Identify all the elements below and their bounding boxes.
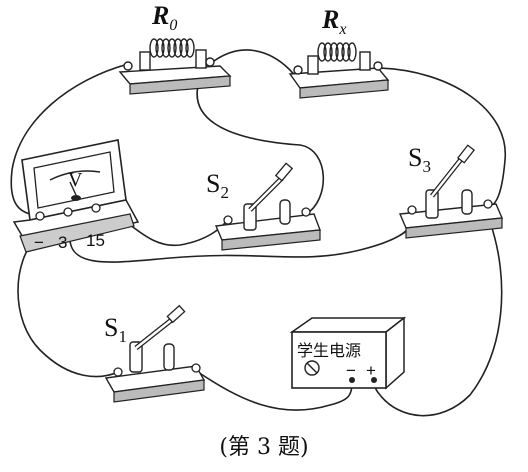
switch-s1 bbox=[104, 304, 206, 403]
voltmeter bbox=[12, 139, 140, 253]
voltmeter-terminal-minus: − bbox=[34, 233, 44, 252]
wire-voltmeter-to-s1 bbox=[17, 235, 119, 378]
label-s2: S2 bbox=[206, 169, 229, 202]
voltmeter-terminal-15: 15 bbox=[86, 231, 105, 250]
voltmeter-symbol: V bbox=[68, 169, 83, 191]
psu-label: 学生电源 bbox=[297, 341, 361, 360]
wire-voltmeter-to-s3 bbox=[69, 221, 413, 263]
wire-s3-to-psu bbox=[373, 221, 503, 417]
wire-r0-to-s2 bbox=[196, 65, 325, 215]
wires bbox=[10, 49, 506, 417]
resistor-rx bbox=[288, 42, 390, 99]
power-supply bbox=[289, 316, 407, 390]
psu-minus: − bbox=[346, 361, 356, 380]
wire-r0-to-voltmeter bbox=[10, 63, 129, 216]
wire-rx-to-s3 bbox=[377, 67, 506, 209]
switch-s2 bbox=[214, 162, 321, 251]
voltmeter-terminal-3: 3 bbox=[58, 233, 67, 252]
switch-s3 bbox=[398, 144, 504, 239]
label-r0: R0 bbox=[151, 1, 177, 34]
voltmeter-needle bbox=[69, 181, 77, 196]
resistor-r0 bbox=[118, 38, 232, 95]
figure-caption: (第 3 题) bbox=[219, 435, 308, 460]
label-s3: S3 bbox=[408, 143, 431, 176]
wire-s1-to-psu bbox=[197, 371, 353, 411]
label-s1: S1 bbox=[104, 313, 127, 346]
psu-plus: + bbox=[366, 361, 376, 380]
label-rx: Rx bbox=[321, 5, 346, 38]
